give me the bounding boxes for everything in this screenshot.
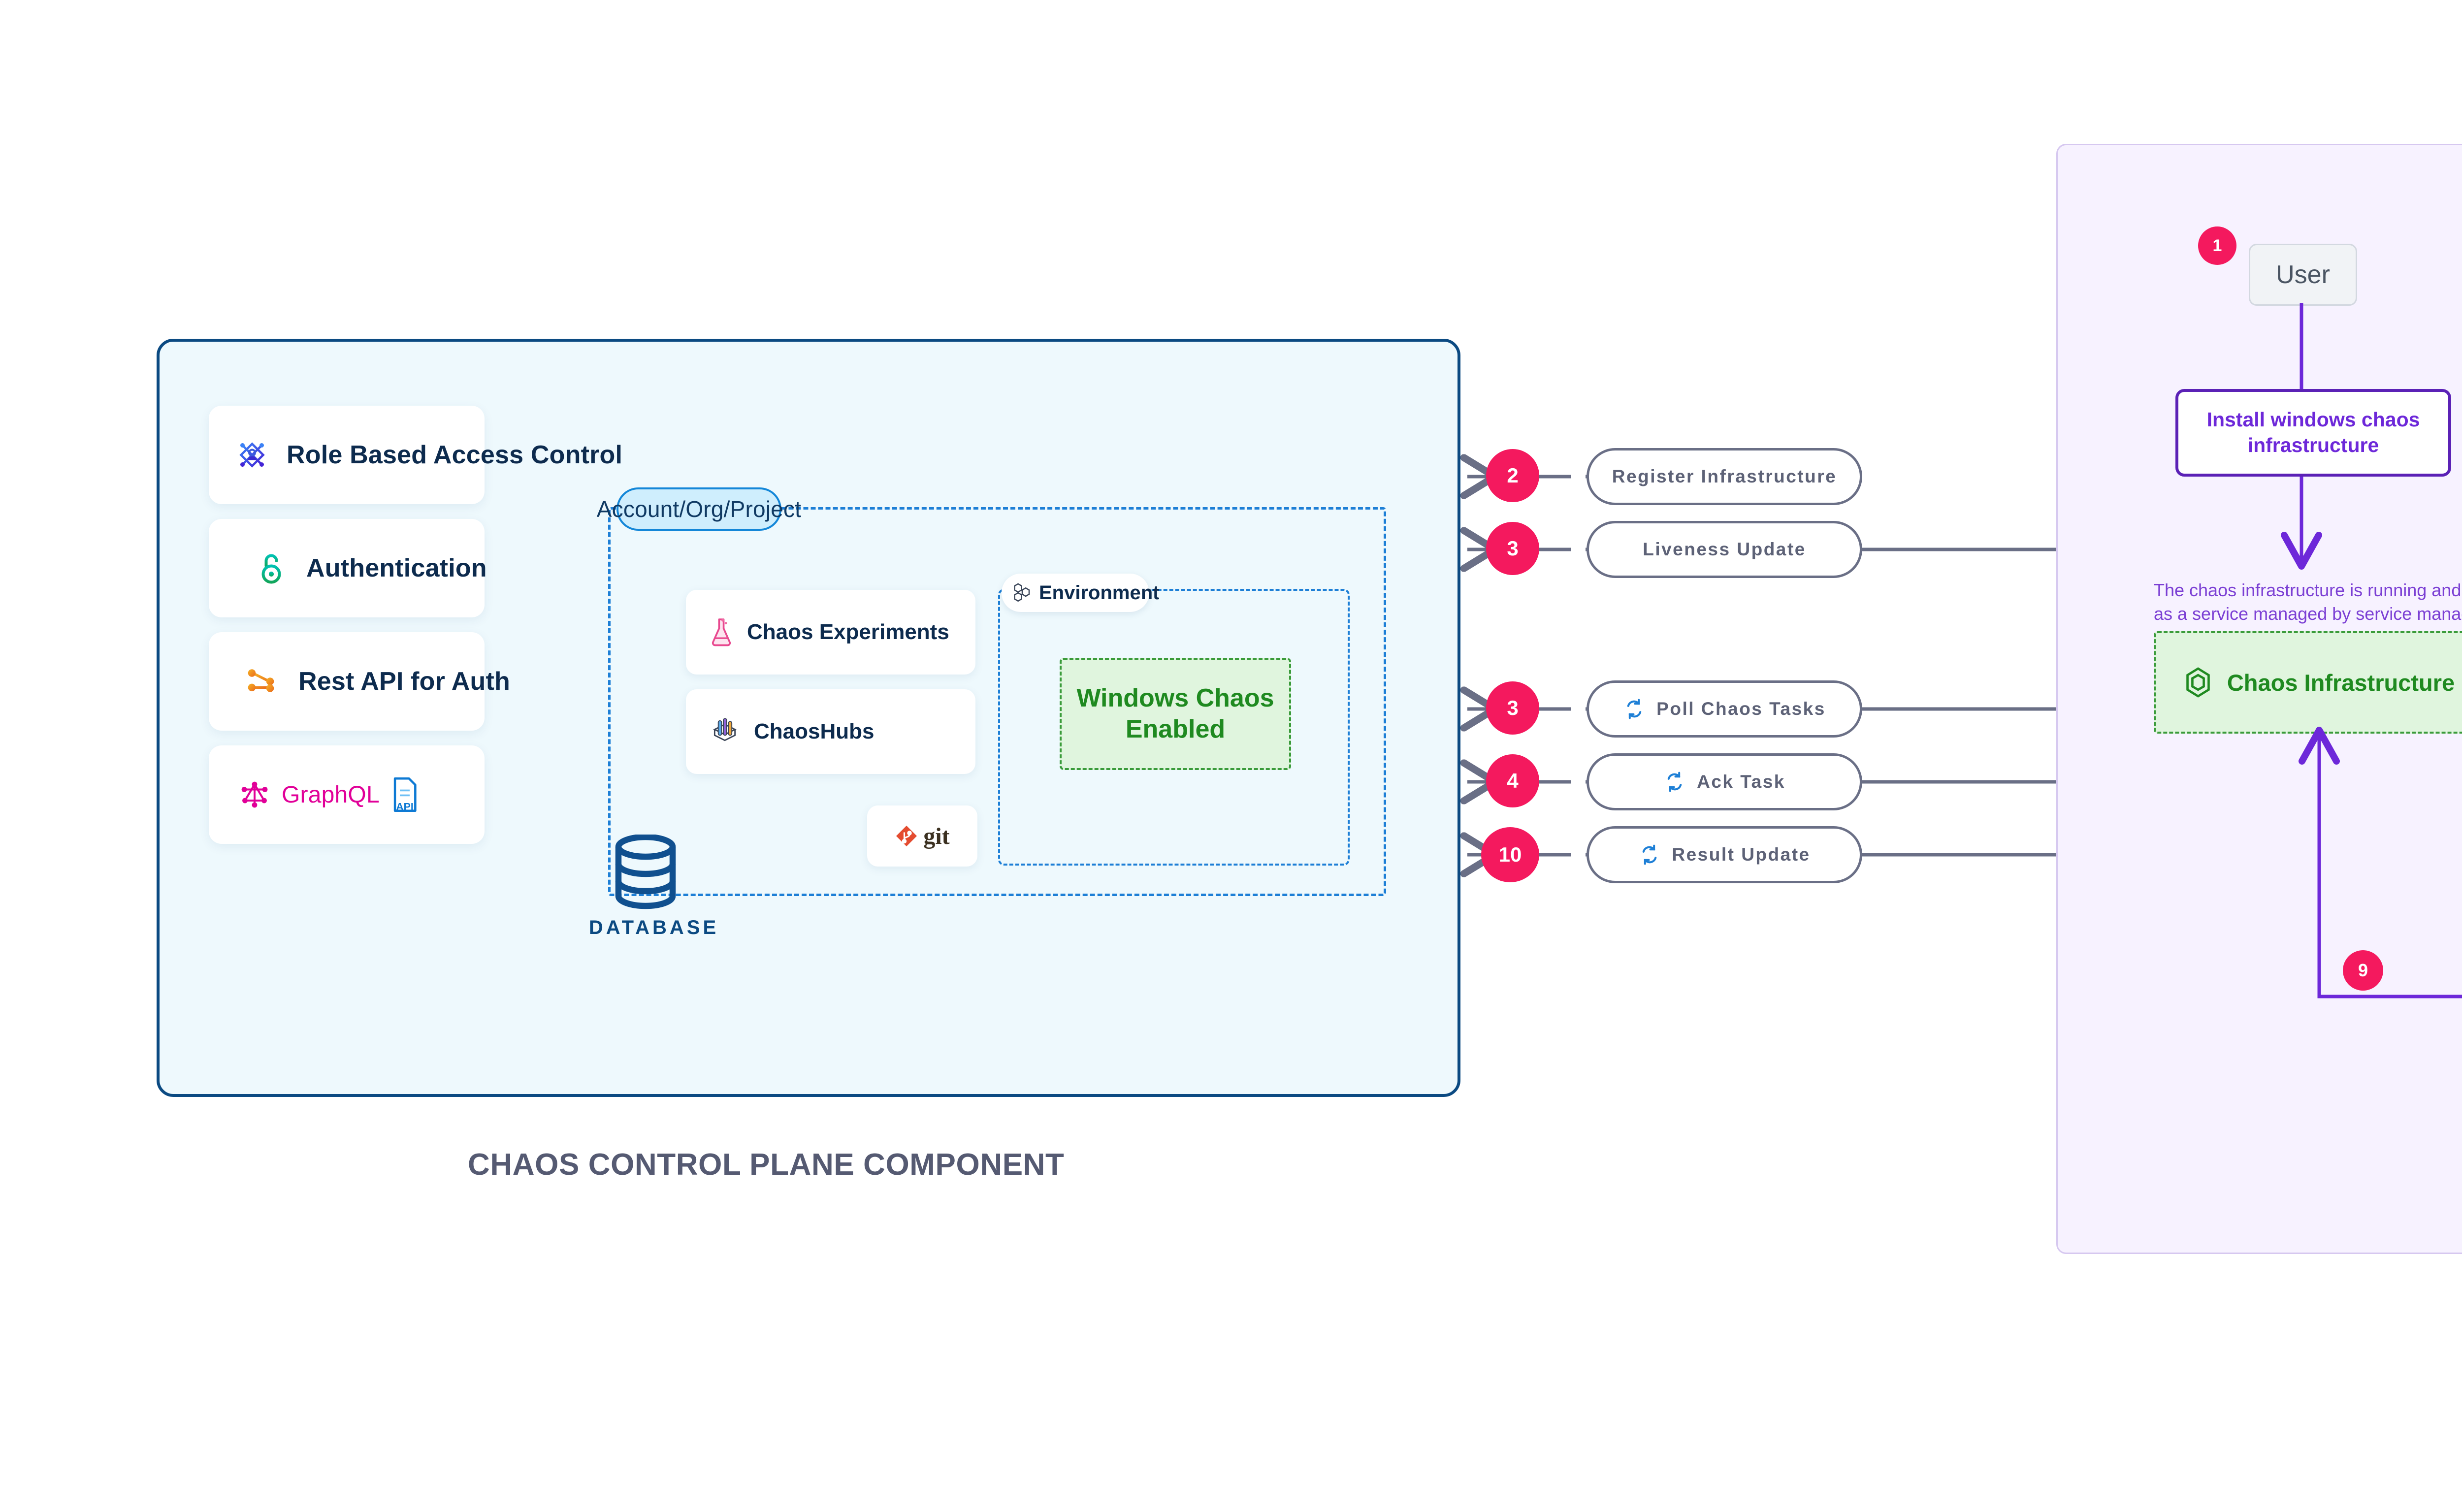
card-chaoshubs[interactable]: ChaosHubs — [686, 689, 975, 774]
git-icon — [895, 824, 918, 848]
connector-liveness-update[interactable]: Liveness Update — [1587, 521, 1862, 578]
user-node[interactable]: User — [2249, 244, 2357, 306]
card-graphql-api[interactable]: GraphQL API — [209, 745, 485, 844]
card-chaos-experiments[interactable]: Chaos Experiments — [686, 590, 975, 675]
step-badge-3-poll: 3 — [1486, 681, 1539, 735]
connector-label: Ack Task — [1697, 772, 1785, 792]
svg-text:API: API — [396, 801, 414, 812]
account-org-project-scope — [608, 507, 1386, 896]
rbac-diamond-icon — [234, 437, 270, 473]
card-role-based-access-control[interactable]: Role Based Access Control — [209, 406, 622, 504]
flask-icon — [709, 616, 734, 648]
sync-loop-icon — [1663, 771, 1686, 793]
card-label: Authentication — [306, 554, 487, 582]
card-label: Role Based Access Control — [287, 441, 623, 469]
step-badge-10: 10 — [1481, 827, 1539, 882]
sync-loop-icon — [1638, 843, 1661, 866]
test-tube-rack-icon — [710, 716, 740, 747]
card-label: Rest API for Auth — [298, 667, 510, 696]
sync-loop-icon — [1623, 698, 1646, 720]
user-label: User — [2276, 260, 2330, 289]
open-lock-icon — [256, 550, 287, 586]
environment-pill[interactable]: Environment — [1002, 574, 1159, 612]
step-badge-9: 9 — [2343, 950, 2383, 991]
card-authentication[interactable]: Authentication — [209, 519, 487, 617]
connector-label: Register Infrastructure — [1612, 466, 1837, 486]
account-org-project-label: Account/Org/Project — [596, 496, 802, 522]
card-git[interactable]: git — [867, 805, 977, 867]
hexagon-outline-icon — [2184, 666, 2212, 699]
step-badge-4: 4 — [1486, 754, 1539, 807]
control-plane-title: CHAOS CONTROL PLANE COMPONENT — [468, 1148, 1065, 1182]
step-badge-2: 2 — [1486, 449, 1539, 502]
connector-ack-task[interactable]: Ack Task — [1587, 753, 1862, 810]
chaos-infrastructure-label: Chaos Infrastructure — [2227, 669, 2455, 696]
connector-result-update[interactable]: Result Update — [1587, 826, 1862, 883]
chaos-infrastructure-node[interactable]: Chaos Infrastructure — [2154, 631, 2462, 734]
status-text: Windows Chaos Enabled — [1076, 683, 1274, 743]
database-cylinder-icon — [609, 834, 682, 916]
connector-label: Liveness Update — [1643, 539, 1806, 559]
card-label: ChaosHubs — [754, 719, 875, 743]
environment-label: Environment — [1039, 581, 1160, 604]
api-document-icon: API — [390, 776, 419, 813]
connector-poll-chaos-tasks[interactable]: Poll Chaos Tasks — [1587, 680, 1862, 738]
step-badge-3-liveness: 3 — [1486, 522, 1539, 575]
card-rest-api-for-auth[interactable]: Rest API for Auth — [209, 632, 510, 731]
hexagon-cluster-icon — [1012, 582, 1032, 603]
database-label: DATABASE — [588, 917, 719, 938]
note-chaos-infrastructure-service: The chaos infrastructure is running and … — [2154, 580, 2462, 624]
card-label: Chaos Experiments — [747, 620, 949, 644]
environment-scope — [998, 589, 1350, 866]
install-box-label: Install windows chaos infrastructure — [2206, 408, 2420, 456]
connector-register-infrastructure[interactable]: Register Infrastructure — [1587, 448, 1862, 505]
card-label: GraphQL — [282, 781, 380, 808]
step-badge-1: 1 — [2198, 226, 2236, 265]
install-windows-chaos-infrastructure-box[interactable]: Install windows chaos infrastructure — [2175, 389, 2451, 477]
windows-chaos-enabled-status: Windows Chaos Enabled — [1060, 658, 1291, 770]
connector-label: Poll Chaos Tasks — [1656, 699, 1826, 719]
account-org-project-pill[interactable]: Account/Org/Project — [597, 487, 801, 531]
connector-label: Result Update — [1672, 844, 1811, 865]
git-label: git — [923, 823, 950, 849]
share-nodes-icon — [244, 665, 278, 698]
graphql-icon — [238, 778, 271, 811]
